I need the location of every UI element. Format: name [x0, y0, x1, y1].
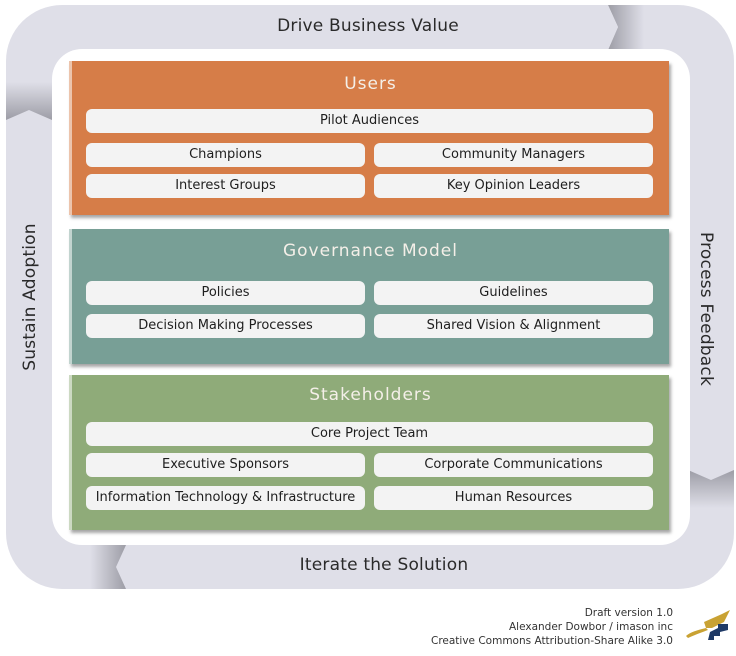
item-executive-sponsors: Executive Sponsors: [86, 453, 365, 477]
footer-credits: Draft version 1.0 Alexander Dowbor / ima…: [431, 606, 673, 648]
item-decision-making-processes: Decision Making Processes: [86, 314, 365, 338]
panel-users: Users Pilot Audiences Champions Communit…: [69, 61, 669, 215]
arrow-down-icon: [688, 470, 734, 508]
item-information-technology-infrastructure: Information Technology & Infrastructure: [86, 486, 365, 510]
item-shared-vision-alignment: Shared Vision & Alignment: [374, 314, 653, 338]
arrow-right-icon: [596, 5, 644, 50]
arrow-up-icon: [6, 82, 52, 120]
item-human-resources: Human Resources: [374, 486, 653, 510]
cycle-label-top: Drive Business Value: [277, 16, 459, 36]
cycle-label-left: Sustain Adoption: [20, 223, 40, 371]
trowel-and-bricks-icon: [686, 610, 730, 640]
panel-title: Users: [344, 74, 397, 94]
item-guidelines: Guidelines: [374, 281, 653, 305]
panel-title: Governance Model: [282, 241, 458, 261]
cycle-label-right: Process Feedback: [696, 231, 716, 387]
item-policies: Policies: [86, 281, 365, 305]
arrow-left-icon: [90, 545, 126, 589]
item-interest-groups: Interest Groups: [86, 174, 365, 198]
footer-license: Creative Commons Attribution-Share Alike…: [430, 635, 673, 647]
item-key-opinion-leaders: Key Opinion Leaders: [374, 174, 653, 198]
item-community-managers: Community Managers: [374, 143, 653, 167]
footer-version: Draft version 1.0: [584, 607, 673, 619]
item-pilot-audiences: Pilot Audiences: [86, 109, 653, 133]
item-core-project-team: Core Project Team: [86, 422, 653, 446]
panel-governance-model: Governance Model Policies Guidelines Dec…: [69, 229, 669, 364]
item-corporate-communications: Corporate Communications: [374, 453, 653, 477]
item-champions: Champions: [86, 143, 365, 167]
panel-stakeholders: Stakeholders Core Project Team Executive…: [69, 375, 669, 530]
cycle-label-bottom: Iterate the Solution: [299, 555, 469, 575]
footer-author: Alexander Dowbor / imason inc: [509, 621, 673, 633]
panel-title: Stakeholders: [309, 385, 432, 405]
